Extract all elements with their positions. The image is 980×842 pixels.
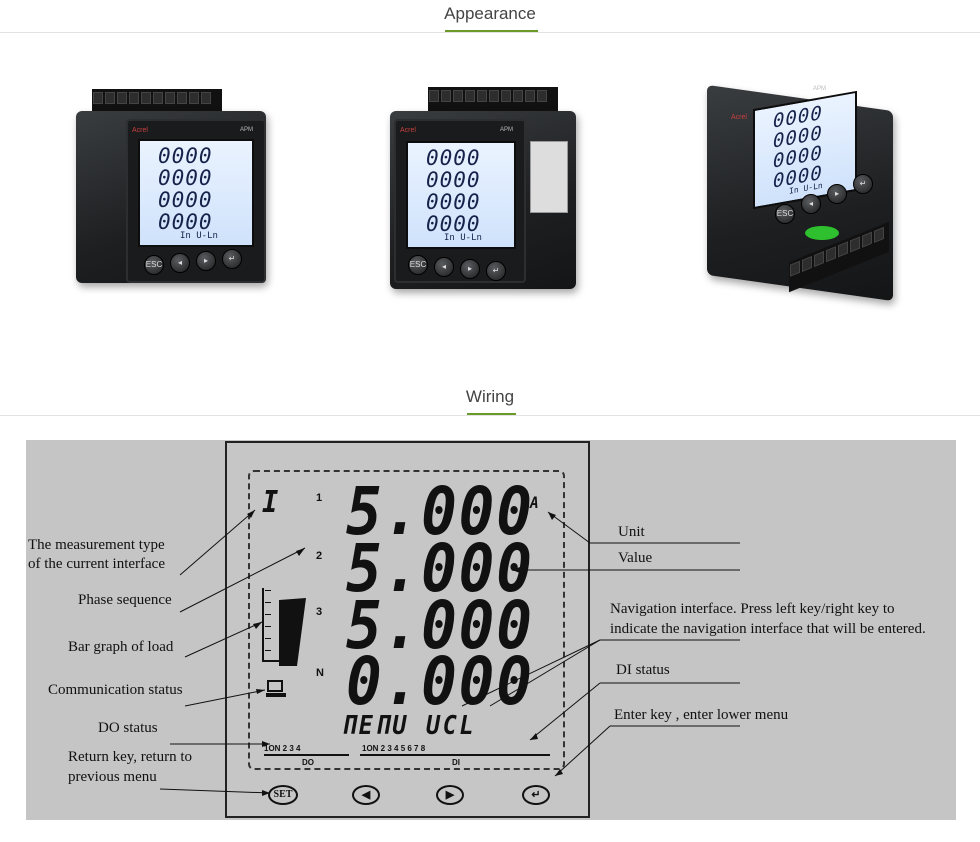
label-value: Value (618, 550, 653, 566)
meter-3-model: APM (813, 86, 827, 92)
left-button-icon: ◀ (352, 785, 380, 805)
phase-n-label: N (316, 667, 324, 679)
meter-3-brand: Acrel (731, 114, 747, 121)
label-navigation: Navigation interface. Press left key/rig… (610, 601, 895, 617)
meter-2-side-label (530, 141, 568, 213)
right-button-icon: ▶ (436, 785, 464, 805)
meter-1-bottom-text: In U-Ln (180, 231, 218, 241)
meter-2-esc-button: ESC (408, 255, 428, 275)
meter-1-model: APM (240, 127, 254, 133)
label-measurement-type: The measurement type (28, 537, 165, 553)
value-row-4: 0.000 (346, 643, 534, 720)
meter-2-left-button: ◂ (434, 257, 454, 277)
meter-2-enter-button: ↵ (486, 261, 506, 281)
label-phase-sequence: Phase sequence (78, 592, 172, 608)
meter-3-left-button: ◂ (801, 194, 821, 214)
value-row-1: 5.000 (346, 473, 534, 550)
measurement-type-symbol: I (262, 485, 281, 520)
meter-1-terminals (92, 89, 222, 127)
wiring-divider (0, 415, 980, 416)
label-di-status: DI status (616, 662, 670, 678)
phase-3-label: 3 (316, 606, 323, 618)
label-communication-status: Communication status (48, 682, 183, 698)
appearance-divider (0, 32, 980, 33)
label-unit: Unit (618, 524, 645, 540)
label-do-status: DO status (98, 720, 158, 736)
meter-2-right-button: ▸ (460, 259, 480, 279)
meter-1-left-button: ◂ (170, 253, 190, 273)
unit-symbol: A (530, 493, 541, 512)
enter-button-icon: ↵ (522, 785, 550, 805)
di-label: DI (452, 758, 460, 767)
appearance-underline (445, 30, 538, 32)
value-row-2: 5.000 (346, 530, 534, 607)
wiring-underline (467, 413, 516, 415)
meter-1-brand: Acrel (132, 127, 148, 134)
wiring-heading: Wiring (465, 387, 515, 406)
label-bar-graph: Bar graph of load (68, 639, 174, 655)
meter-3-esc-button: ESC (775, 204, 795, 224)
label-return-key: Return key, return to (68, 749, 192, 765)
meter-3-enter-button: ↵ (853, 174, 873, 194)
load-bar-graph (262, 588, 288, 664)
label-enter-key: Enter key , enter lower menu (614, 707, 789, 723)
label-measurement-type-2: of the current interface (28, 556, 165, 572)
label-navigation-2: indicate the navigation interface that w… (610, 621, 926, 637)
label-return-key-2: previous menu (68, 769, 157, 785)
meter-1-enter-button: ↵ (222, 249, 242, 269)
meter-2-terminals (428, 87, 558, 125)
meter-2-model: APM (500, 127, 514, 133)
meter-1-right-button: ▸ (196, 251, 216, 271)
do-label: DO (302, 758, 314, 767)
appearance-heading: Appearance (444, 4, 536, 23)
meter-3-green-led (805, 226, 839, 240)
phase-2-label: 2 (316, 550, 323, 562)
navigation-text: ΠEΠU UCL (342, 711, 477, 741)
do-numbers: 1ON 2 3 4 (264, 744, 301, 753)
meter-3-right-button: ▸ (827, 184, 847, 204)
lcd-display-area (248, 470, 565, 770)
di-numbers: 1ON 2 3 4 5 6 7 8 (362, 744, 426, 753)
meter-1-esc-button: ESC (144, 255, 164, 275)
meter-2-brand: Acrel (400, 127, 416, 134)
phase-1-label: 1 (316, 492, 323, 504)
meter-2-bottom-text: In U-Ln (444, 233, 482, 243)
set-button-icon: SET (268, 785, 298, 805)
